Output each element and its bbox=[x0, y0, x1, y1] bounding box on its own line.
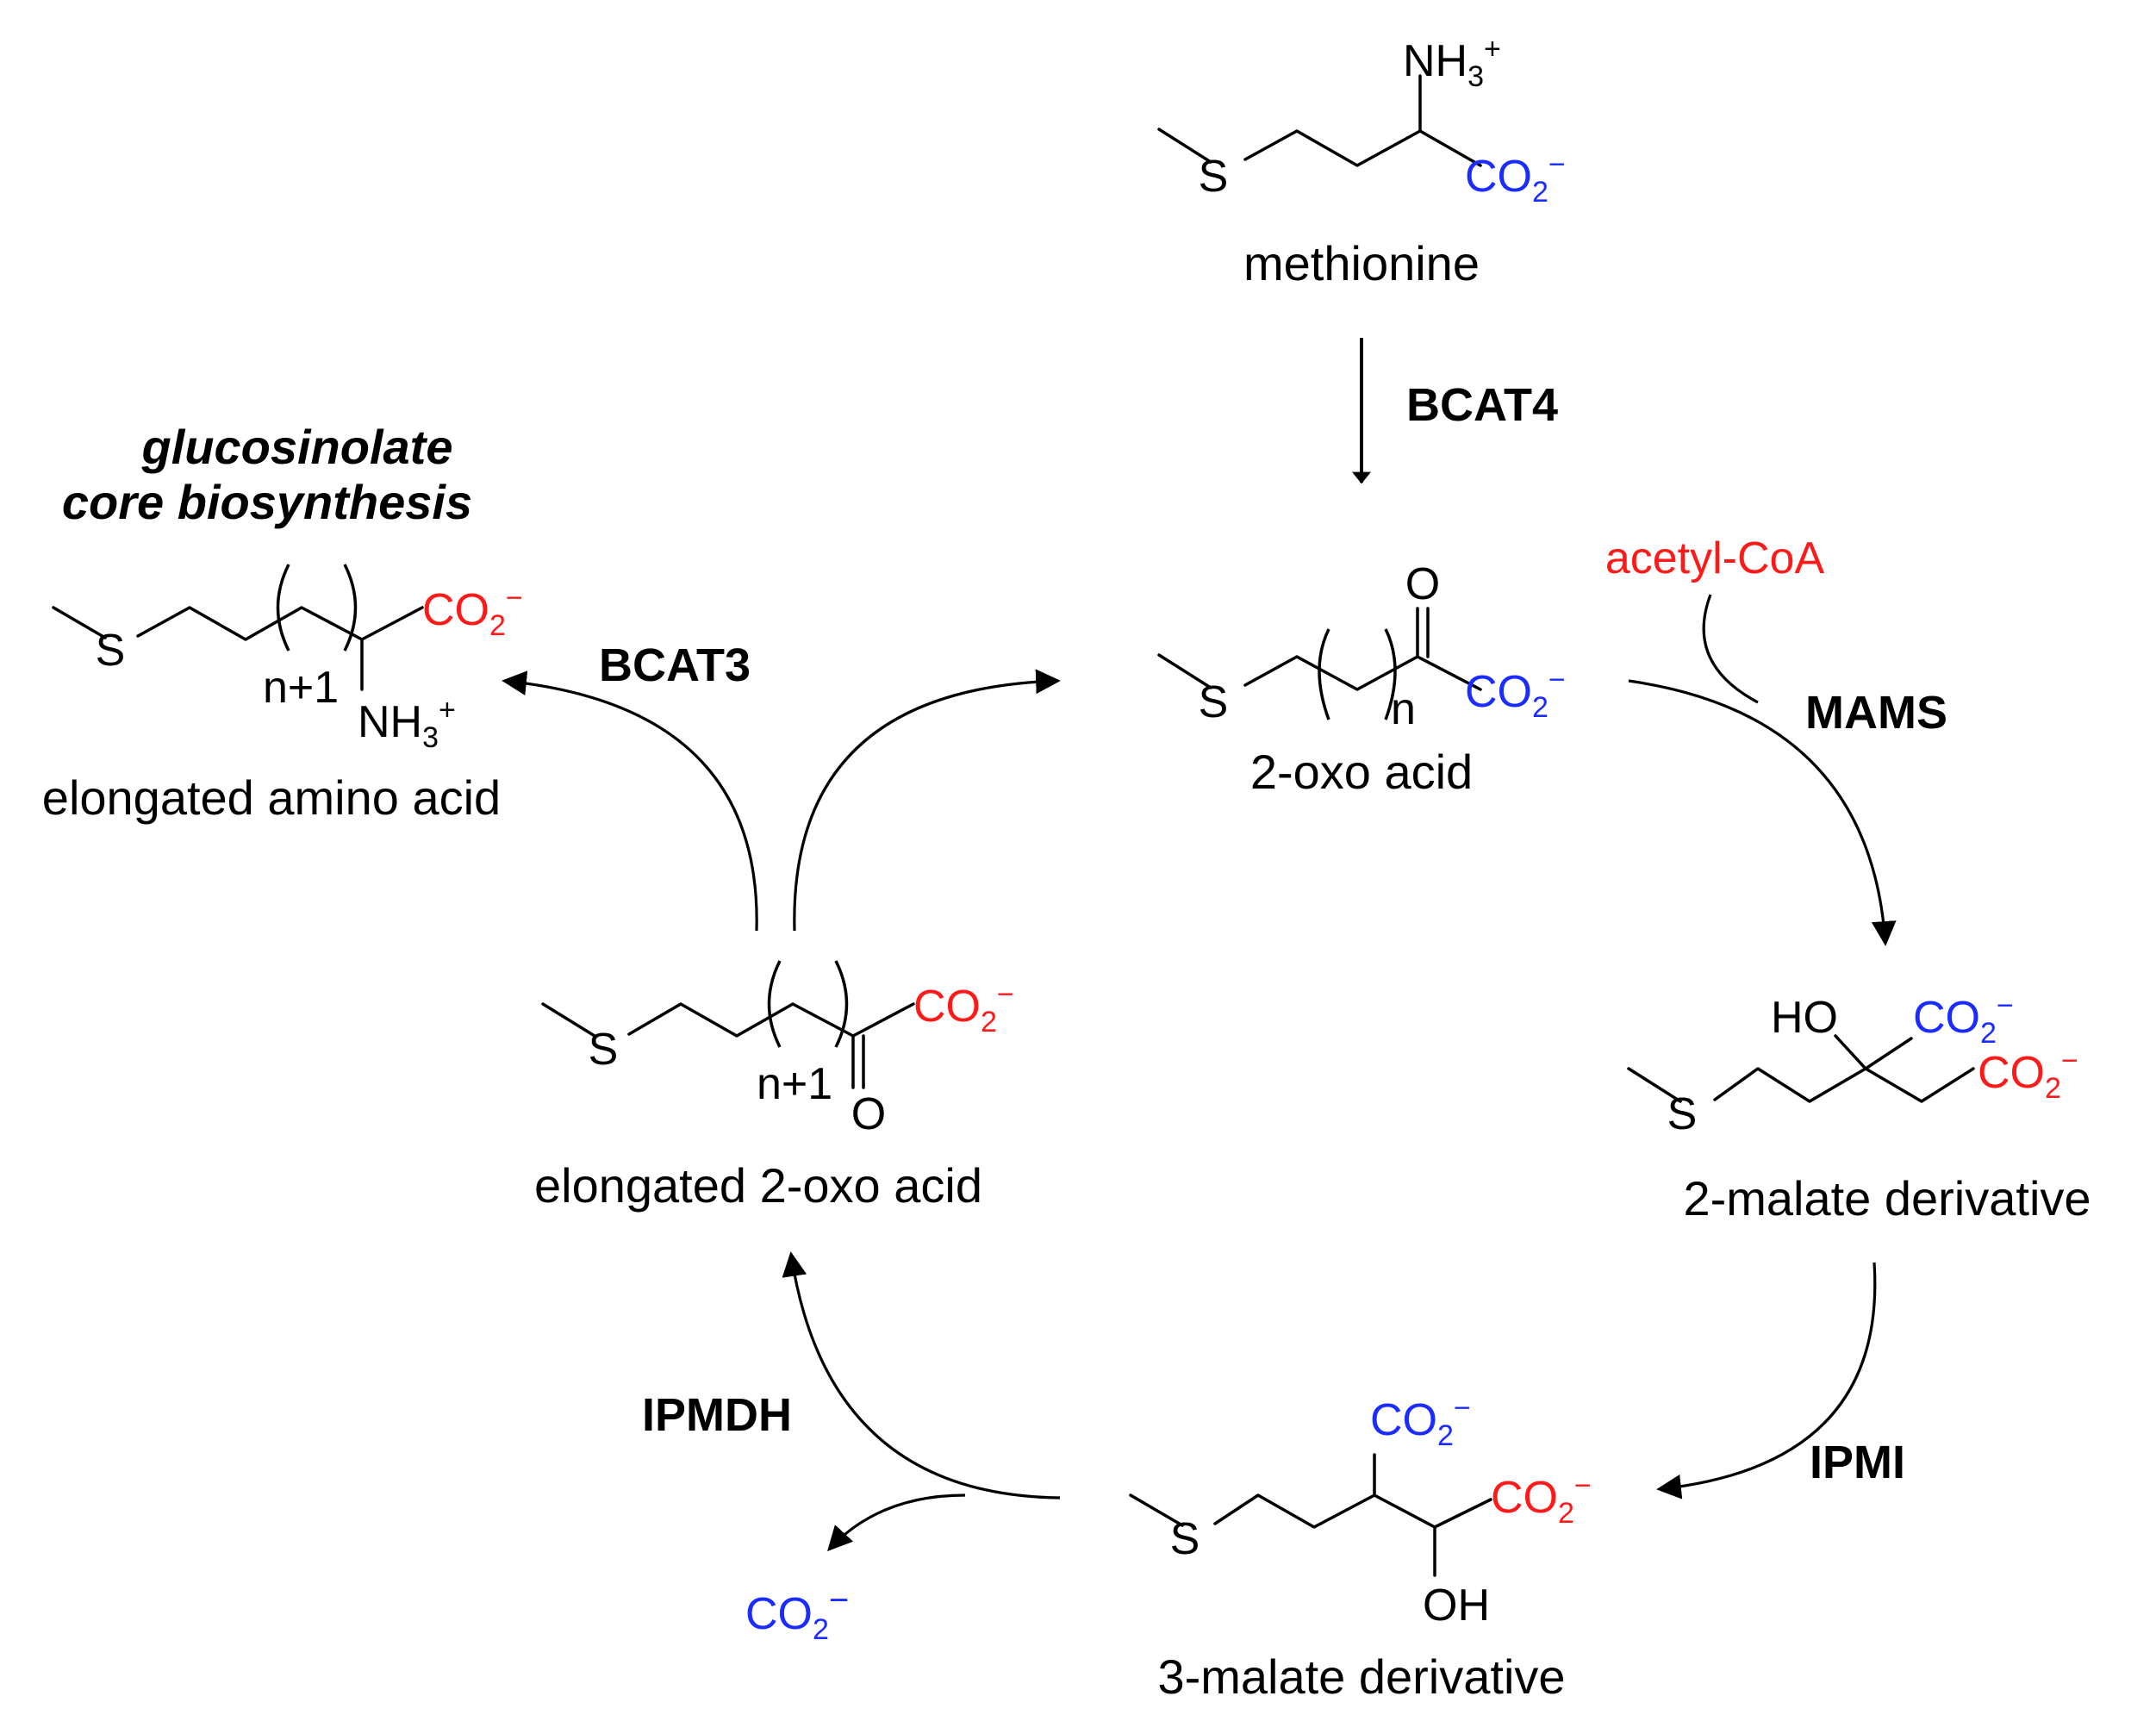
malate3-structure: S CO2− CO2− OH 3-malate derivative bbox=[1129, 1392, 1592, 1704]
methionine-label: methionine bbox=[1243, 236, 1480, 290]
elongated-oxo-o: O bbox=[851, 1089, 886, 1139]
title-line-1: glucosinolate bbox=[141, 420, 453, 474]
elongated-amino-n: n+1 bbox=[263, 663, 339, 713]
acetyl-coa-label: acetyl-CoA bbox=[1605, 533, 1825, 583]
ipmi-label: IPMI bbox=[1810, 1437, 1905, 1488]
malate2-structure: S HO CO2− CO2− 2-malate derivative bbox=[1627, 989, 2091, 1225]
methionine-structure: S NH3+ CO2− methionine bbox=[1157, 33, 1566, 290]
acetyl-coa-arrow bbox=[1702, 594, 1759, 704]
ipmdh-label: IPMDH bbox=[642, 1389, 792, 1441]
malate3-co2-blue: CO2− bbox=[1370, 1392, 1471, 1452]
mams-arrow bbox=[1628, 679, 1897, 946]
malate3-co2-red: CO2− bbox=[1491, 1469, 1592, 1530]
elongated-oxo-s: S bbox=[589, 1025, 619, 1075]
co2-released: CO2− bbox=[745, 1581, 849, 1646]
malate2-s: S bbox=[1667, 1089, 1698, 1139]
ipmi-arrow bbox=[1656, 1262, 1877, 1500]
methionine-co2: CO2− bbox=[1465, 148, 1566, 209]
methionine-s: S bbox=[1199, 152, 1229, 202]
oxo-acid-n: n bbox=[1391, 684, 1416, 734]
methionine-nh3: NH3+ bbox=[1403, 33, 1501, 93]
elongated-amino-nh3: NH3+ bbox=[358, 694, 456, 754]
elongated-oxo-structure: S n+1 O CO2− elongated 2-oxo acid bbox=[534, 960, 1014, 1213]
co2-release-arrow bbox=[827, 1493, 966, 1552]
title-line-2: core biosynthesis bbox=[62, 475, 472, 529]
elongated-amino-co2: CO2− bbox=[422, 582, 523, 642]
elongated-amino-label: elongated amino acid bbox=[42, 770, 501, 825]
elongated-oxo-n: n+1 bbox=[757, 1059, 832, 1109]
malate2-ho: HO bbox=[1771, 993, 1838, 1043]
malate3-label: 3-malate derivative bbox=[1157, 1649, 1565, 1704]
elongated-amino-s: S bbox=[96, 626, 126, 676]
bcat4-label: BCAT4 bbox=[1406, 379, 1558, 431]
oxo-acid-s: S bbox=[1199, 677, 1229, 727]
oxo-acid-co2: CO2− bbox=[1465, 664, 1566, 724]
oxo-acid-structure: S O n CO2− 2-oxo acid bbox=[1157, 559, 1566, 799]
bcat3-label: BCAT3 bbox=[599, 639, 751, 691]
malate3-oh: OH bbox=[1423, 1581, 1490, 1631]
ipmdh-arrow bbox=[782, 1251, 1061, 1500]
elongated-oxo-label: elongated 2-oxo acid bbox=[534, 1158, 982, 1213]
oxo-acid-o: O bbox=[1405, 559, 1440, 609]
cycle-return-arrow bbox=[793, 669, 1061, 932]
mams-label: MAMS bbox=[1805, 687, 1947, 739]
elongated-amino-structure: S n+1 NH3+ CO2− elongated amino acid bbox=[42, 564, 523, 825]
malate2-co2-red: CO2− bbox=[1978, 1044, 2078, 1105]
malate2-label: 2-malate derivative bbox=[1683, 1171, 2091, 1225]
oxo-acid-label: 2-oxo acid bbox=[1250, 745, 1473, 799]
elongated-oxo-co2: CO2− bbox=[913, 978, 1014, 1038]
malate3-s: S bbox=[1170, 1514, 1200, 1564]
bcat3-arrow bbox=[502, 670, 758, 932]
malate2-co2-blue: CO2− bbox=[1913, 989, 2014, 1050]
